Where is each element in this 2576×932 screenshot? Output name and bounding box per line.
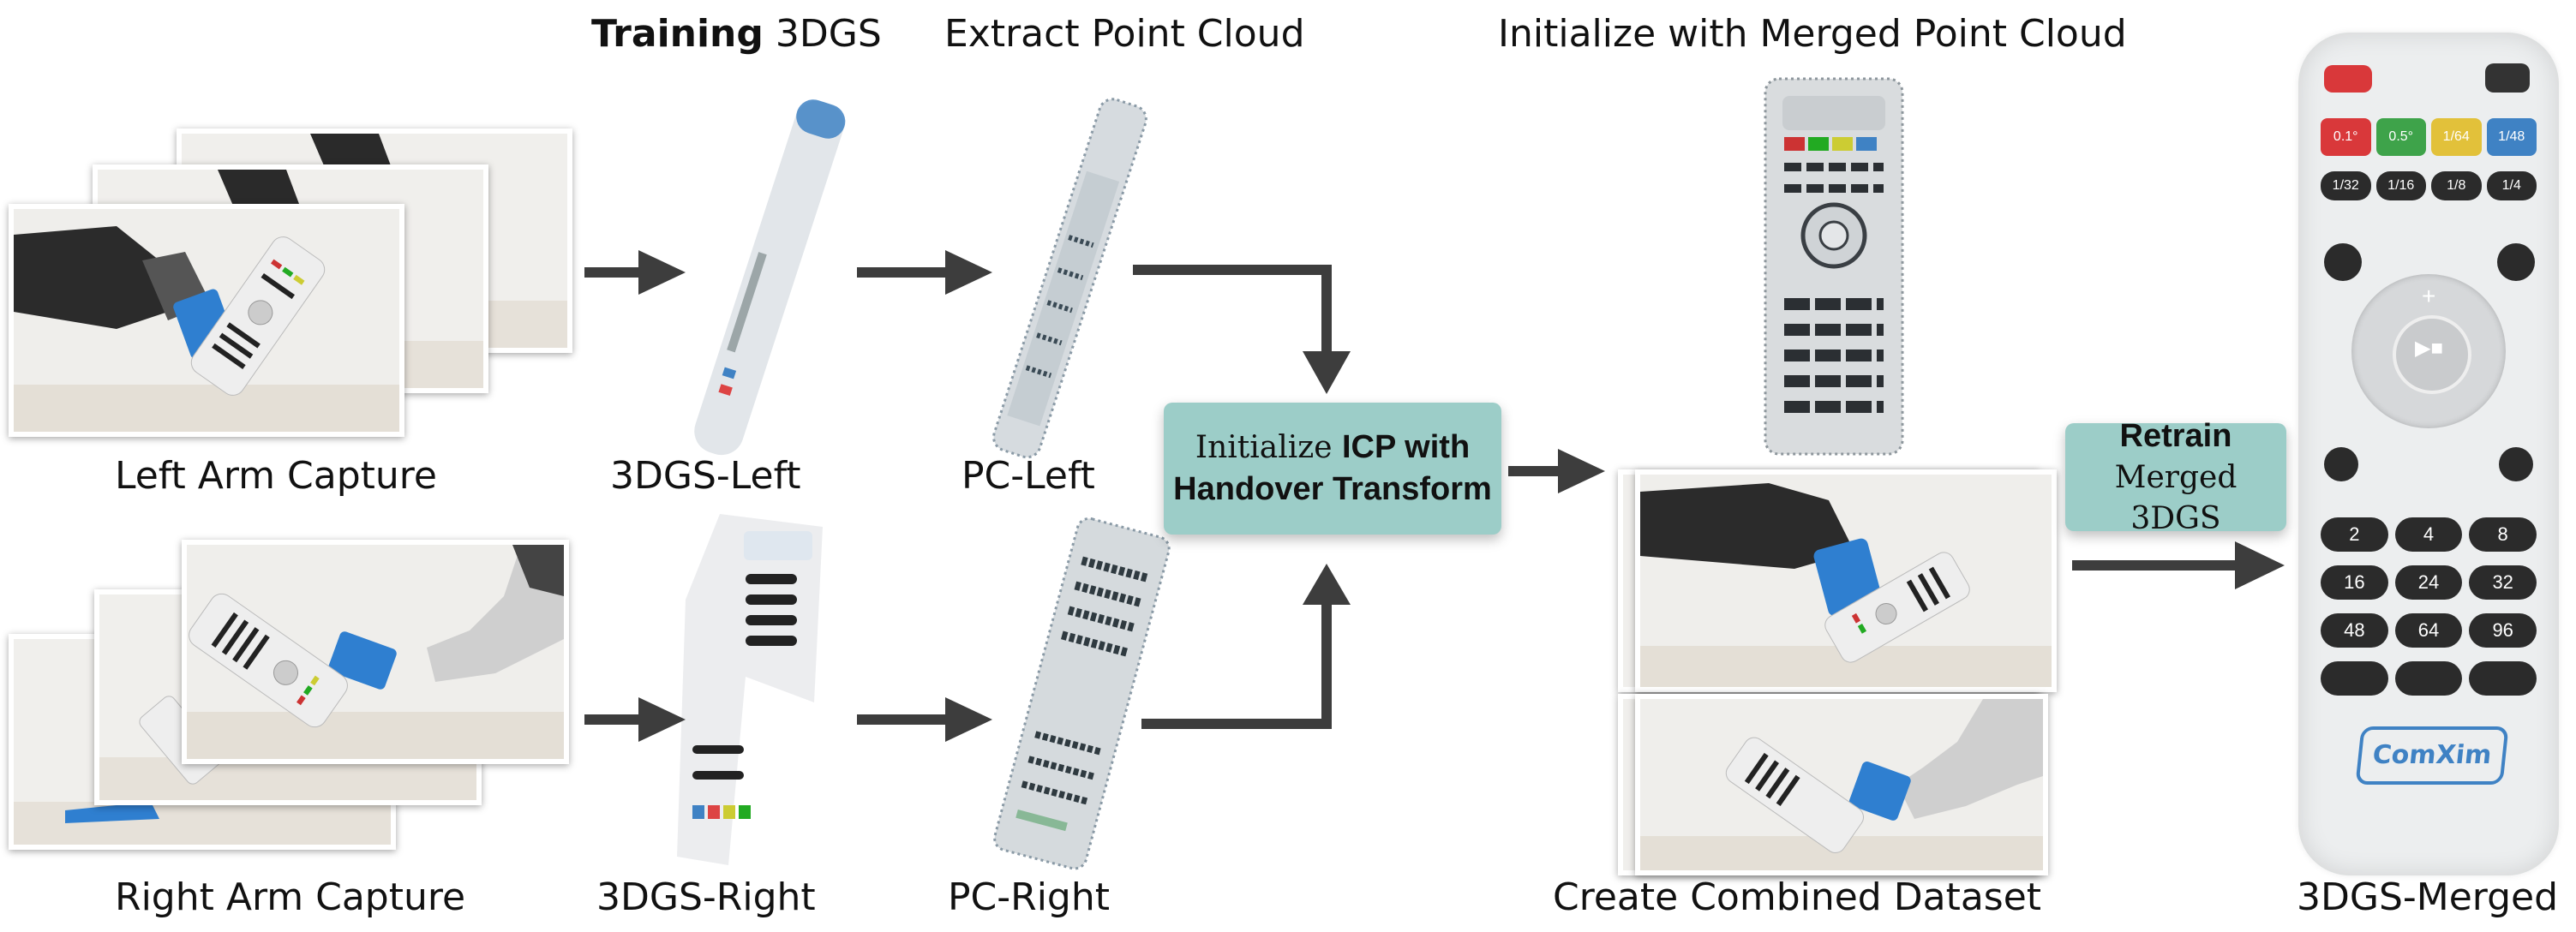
number-button: 2 (2321, 517, 2388, 552)
fraction-button-row: 1/32 1/16 1/8 1/4 (2321, 171, 2537, 200)
retrain-box-line1: Retrain (2120, 415, 2232, 457)
robot-arm-image (14, 209, 399, 432)
dpad-center-button (2393, 315, 2471, 394)
caption-pc-left: PC-Left (962, 454, 1095, 498)
robot-arm-image (1640, 699, 2043, 870)
header-training-bold: Training (591, 12, 764, 56)
color-button-blue: 1/48 (2486, 118, 2537, 156)
color-button-green: 0.5° (2375, 118, 2426, 156)
number-button: 64 (2394, 613, 2463, 648)
fraction-button-4: 1/4 (2486, 171, 2537, 200)
caption-right-arm-capture: Right Arm Capture (115, 875, 466, 919)
header-initialize-merged: Initialize with Merged Point Cloud (1498, 12, 2127, 56)
caption-3dgs-left: 3DGS-Left (610, 454, 801, 498)
play-pause-icon: ▶■ (2415, 337, 2443, 360)
icp-box-handover-transform: Handover Transform (1173, 471, 1492, 507)
icon-button (2321, 661, 2388, 696)
header-training-3dgs: Training 3DGS (591, 12, 882, 56)
left-round-button (2324, 243, 2362, 281)
caption-pc-right: PC-Right (948, 875, 1110, 919)
caption-3dgs-merged: 3DGS-Merged (2297, 875, 2559, 919)
dpad-plus-icon: + (2422, 283, 2436, 309)
number-button: 96 (2469, 613, 2537, 648)
combined-photo-top (1635, 469, 2057, 692)
number-button: 24 (2394, 565, 2463, 600)
combined-photo-bottom (1635, 694, 2048, 875)
right-small-round-button (2499, 447, 2533, 481)
retrain-box-line2: Merged 3DGS (2114, 459, 2238, 536)
right-capture-photo-front (182, 540, 569, 764)
caption-combined-dataset: Create Combined Dataset (1553, 875, 2042, 919)
number-button-row-2: 16 24 32 (2321, 565, 2537, 600)
power-button (2324, 65, 2372, 93)
number-button-row-1: 2 4 8 (2321, 517, 2537, 552)
fraction-button-1: 1/32 (2321, 171, 2371, 200)
number-button-row-3: 48 64 96 (2321, 613, 2537, 648)
header-training-rest: 3DGS (763, 12, 882, 56)
caption-3dgs-right: 3DGS-Right (596, 875, 816, 919)
caption-left-arm-capture: Left Arm Capture (115, 454, 437, 498)
retrain-box-retrain: Retrain (2119, 417, 2232, 454)
number-button: 16 (2321, 565, 2388, 600)
robot-arm-image (187, 545, 564, 759)
retrain-box: Retrain Merged 3DGS (2065, 418, 2286, 536)
arrows (584, 250, 2285, 742)
icp-box-line2: Handover Transform (1173, 469, 1492, 511)
icon-button (2394, 661, 2463, 696)
number-button-row-4 (2321, 661, 2537, 696)
number-button: 32 (2469, 565, 2537, 600)
left-small-round-button (2324, 447, 2358, 481)
fraction-button-2: 1/16 (2375, 171, 2426, 200)
save-button (2485, 63, 2530, 93)
icp-box-icp-with: ICP with (1341, 429, 1471, 465)
color-button-yellow: 1/64 (2431, 118, 2482, 156)
color-button-red: 0.1° (2321, 118, 2371, 156)
left-capture-photo-front (9, 204, 404, 437)
fraction-button-3: 1/8 (2431, 171, 2482, 200)
gs-merged-render: 0.1° 0.5° 1/64 1/48 1/32 1/16 1/8 1/4 + … (2298, 33, 2559, 875)
color-button-row: 0.1° 0.5° 1/64 1/48 (2321, 118, 2537, 156)
gs-left-render (694, 99, 846, 456)
number-button: 48 (2321, 613, 2388, 648)
pc-left-render (992, 98, 1147, 459)
icp-box-initialize: Initialize (1195, 430, 1342, 465)
brand-logo: ComXim (2355, 726, 2509, 785)
icp-box-line1: Initialize ICP with (1195, 427, 1470, 469)
icon-button (2469, 661, 2537, 696)
robot-arm-image (1640, 475, 2052, 687)
header-extract-point-cloud: Extract Point Cloud (944, 12, 1305, 56)
pc-right-render (993, 517, 1171, 870)
number-button: 8 (2469, 517, 2537, 552)
robot-arm-image (14, 802, 391, 845)
gs-right-render (677, 514, 823, 865)
right-round-button (2497, 243, 2535, 281)
number-button: 4 (2394, 517, 2463, 552)
icp-handover-box: Initialize ICP with Handover Transform (1164, 403, 1501, 535)
dpad: + ▶■ (2351, 274, 2506, 428)
merged-point-cloud-render (1764, 77, 1904, 456)
